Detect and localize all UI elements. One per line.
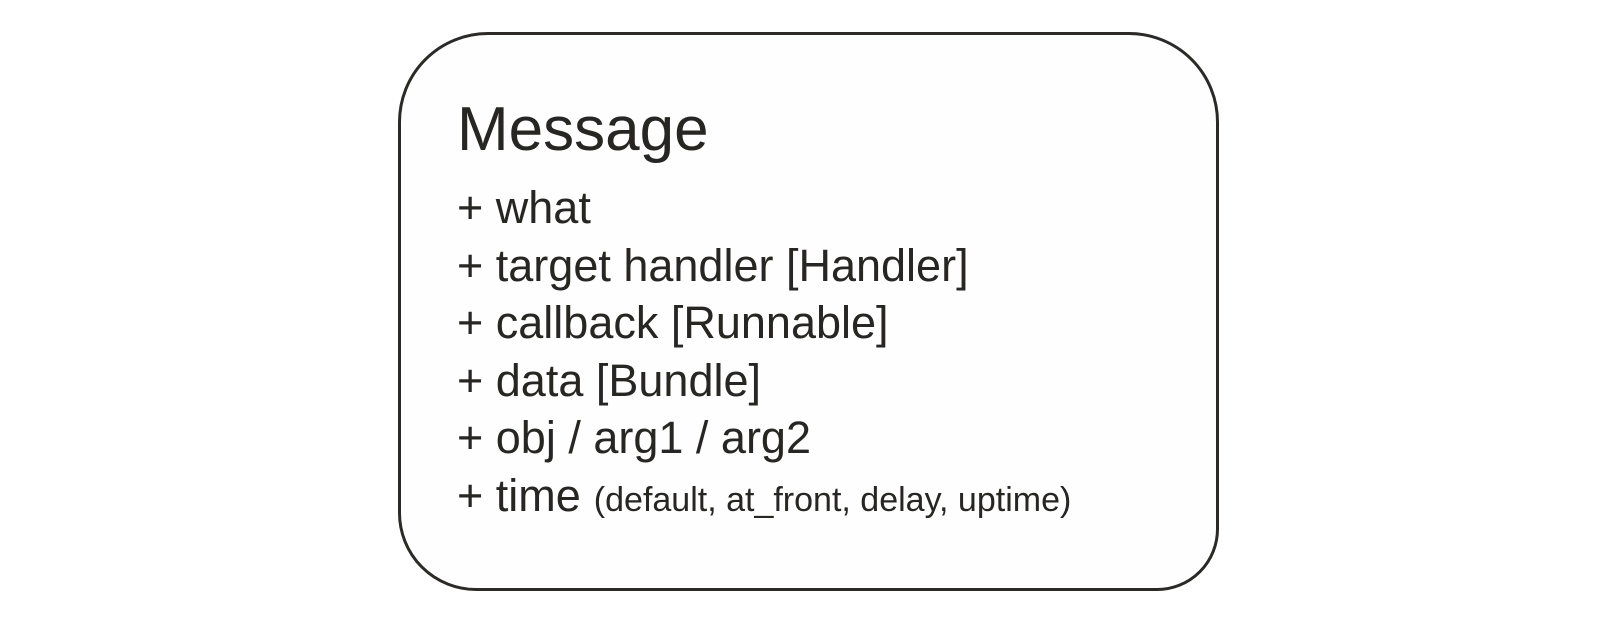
attribute-row-obj-args: + obj / arg1 / arg2 — [457, 409, 1196, 467]
attribute-row-data: + data [Bundle] — [457, 352, 1196, 410]
node-title: Message — [457, 95, 709, 164]
attribute-row-what: + what — [457, 179, 1196, 237]
attribute-note: (default, at_front, delay, uptime) — [593, 480, 1072, 519]
attribute-label: + target handler [Handler] — [457, 239, 969, 291]
message-class-node: Message + what + target handler [Handler… — [398, 32, 1219, 591]
attribute-row-time: + time (default, at_front, delay, uptime) — [457, 467, 1196, 525]
attribute-row-target-handler: + target handler [Handler] — [457, 237, 1196, 295]
attribute-label: + what — [457, 182, 591, 233]
attribute-row-callback: + callback [Runnable] — [457, 294, 1196, 352]
attribute-list: + what + target handler [Handler] + call… — [457, 179, 1196, 524]
attribute-label: + data [Bundle] — [457, 354, 761, 406]
attribute-label: + time — [457, 469, 581, 521]
attribute-label: + obj / arg1 / arg2 — [457, 412, 811, 463]
attribute-label: + callback [Runnable] — [457, 297, 889, 348]
